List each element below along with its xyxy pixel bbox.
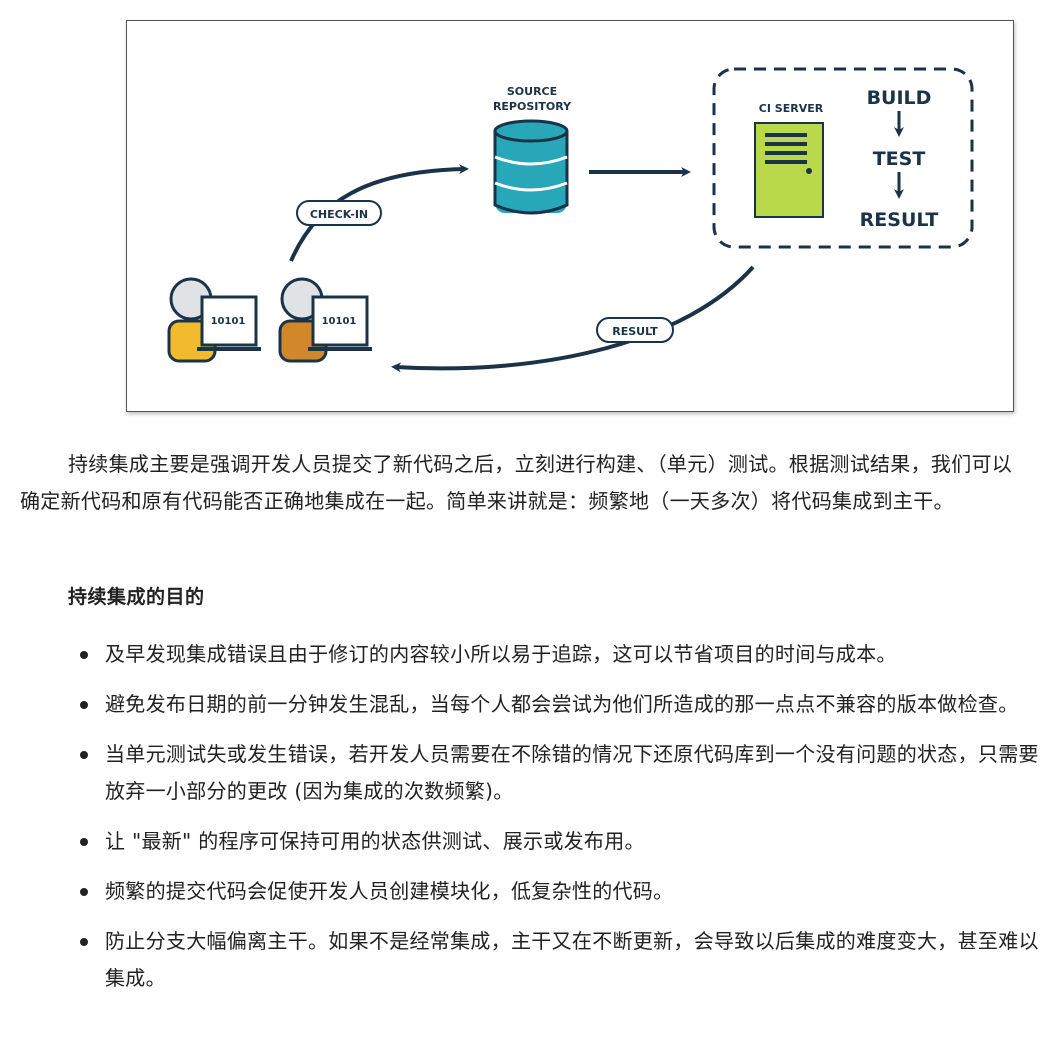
- source-label-line2: REPOSITORY: [493, 100, 572, 113]
- bullet-icon: [80, 751, 88, 759]
- bullet-icon: [80, 838, 88, 846]
- ci-server-label: CI SERVER: [759, 102, 824, 115]
- ci-diagram-svg: CHECK-IN SOURCE REPOSITORY CI SERVER BUI…: [167, 67, 974, 373]
- developer-1-icon: [167, 277, 261, 363]
- result-pill-label: RESULT: [612, 325, 658, 338]
- list-item: 及早发现集成错误且由于修订的内容较小所以易于追踪，这可以节省项目的时间与成本。: [0, 636, 1040, 673]
- list-item-text: 频繁的提交代码会促使开发人员创建模块化，低复杂性的代码。: [105, 879, 674, 903]
- check-in-pill: [296, 200, 382, 226]
- ci-diagram: CHECK-IN SOURCE REPOSITORY CI SERVER BUI…: [126, 20, 1014, 412]
- developer-1-screen-text: 10101: [211, 316, 246, 327]
- database-icon: [493, 119, 569, 215]
- list-item: 频繁的提交代码会促使开发人员创建模块化，低复杂性的代码。: [0, 873, 1040, 910]
- list-item: 让 "最新" 的程序可保持可用的状态供测试、展示或发布用。: [0, 823, 1040, 860]
- list-item-text: 让 "最新" 的程序可保持可用的状态供测试、展示或发布用。: [105, 829, 645, 853]
- server-icon: [754, 122, 824, 218]
- check-in-label: CHECK-IN: [310, 208, 368, 221]
- result-label: RESULT: [860, 209, 939, 231]
- list-item-text: 防止分支大幅偏离主干。如果不是经常集成，主干又在不断更新，会导致以后集成的难度变…: [105, 929, 1039, 990]
- check-in-arrow: [289, 164, 469, 262]
- list-item-text: 避免发布日期的前一分钟发生混乱，当每个人都会尝试为他们所造成的那一点点不兼容的版…: [105, 692, 1019, 716]
- list-item-text: 及早发现集成错误且由于修订的内容较小所以易于追踪，这可以节省项目的时间与成本。: [105, 642, 897, 666]
- list-item: 当单元测试失或发生错误，若开发人员需要在不除错的情况下还原代码库到一个没有问题的…: [0, 736, 1040, 810]
- developer-2-icon: [278, 277, 372, 363]
- build-label: BUILD: [867, 87, 932, 109]
- result-arrow: [391, 265, 755, 373]
- list-item-text: 当单元测试失或发生错误，若开发人员需要在不除错的情况下还原代码库到一个没有问题的…: [105, 742, 1039, 803]
- developer-2-screen-text: 10101: [322, 316, 357, 327]
- list-item: 防止分支大幅偏离主干。如果不是经常集成，主干又在不断更新，会导致以后集成的难度变…: [0, 923, 1040, 997]
- intro-paragraph: 持续集成主要是强调开发人员提交了新代码之后，立刻进行构建、（单元）测试。根据测试…: [20, 452, 1013, 513]
- bullet-icon: [80, 651, 88, 659]
- bullet-icon: [80, 938, 88, 946]
- test-label: TEST: [873, 148, 926, 170]
- list-item: 避免发布日期的前一分钟发生混乱，当每个人都会尝试为他们所造成的那一点点不兼容的版…: [0, 686, 1040, 723]
- ci-box: [712, 67, 974, 249]
- bullet-icon: [80, 701, 88, 709]
- bullet-icon: [80, 888, 88, 896]
- source-label-line1: SOURCE: [507, 85, 557, 98]
- goals-list: 及早发现集成错误且由于修订的内容较小所以易于追踪，这可以节省项目的时间与成本。 …: [0, 636, 1040, 1010]
- goals-heading: 持续集成的目的: [68, 586, 205, 608]
- result-pill: [596, 317, 674, 343]
